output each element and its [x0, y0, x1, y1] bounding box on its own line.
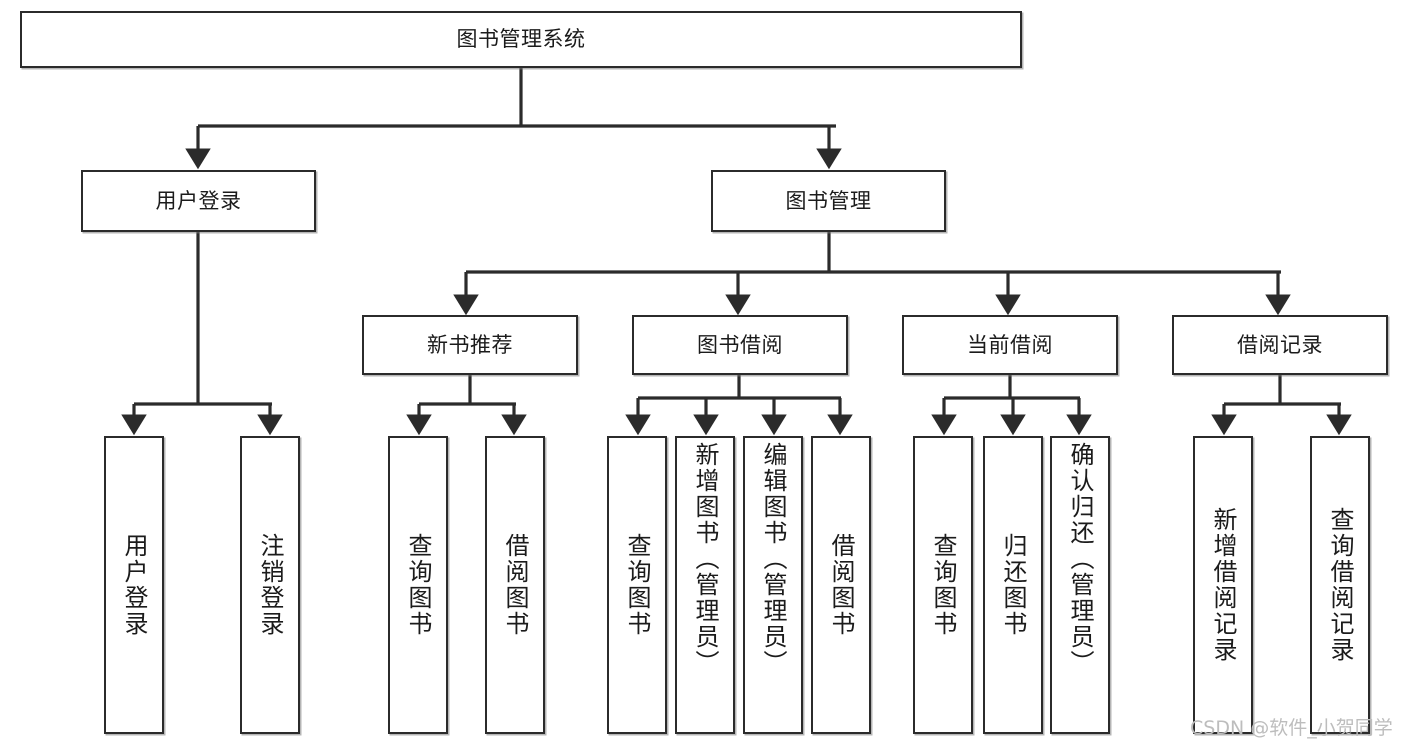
node-label: 当前借阅: [967, 332, 1053, 357]
node-label: 归还图书: [999, 533, 1027, 637]
node-label: 确认归还（管理员）: [1066, 442, 1094, 676]
node-label: 借阅图书: [501, 533, 529, 637]
leaf-borrow-book-1[interactable]: 借阅图书: [485, 436, 545, 734]
node-label: 用户登录: [120, 533, 148, 637]
node-book-manage[interactable]: 图书管理: [711, 170, 946, 232]
node-label: 新增借阅记录: [1209, 507, 1237, 663]
node-label: 查询图书: [623, 533, 651, 637]
leaf-query-record[interactable]: 查询借阅记录: [1310, 436, 1370, 734]
node-label: 查询借阅记录: [1326, 507, 1354, 663]
leaf-query-book-3[interactable]: 查询图书: [913, 436, 973, 734]
leaf-return-book[interactable]: 归还图书: [983, 436, 1043, 734]
node-current-borrow[interactable]: 当前借阅: [902, 315, 1118, 375]
leaf-user-login[interactable]: 用户登录: [104, 436, 164, 734]
node-label: 新增图书（管理员）: [691, 442, 719, 676]
node-label: 编辑图书（管理员）: [759, 442, 787, 676]
leaf-query-book-1[interactable]: 查询图书: [388, 436, 448, 734]
node-label: 图书借阅: [697, 332, 783, 357]
node-label: 借阅记录: [1237, 332, 1323, 357]
node-label: 用户登录: [155, 188, 242, 213]
node-new-book-rec[interactable]: 新书推荐: [362, 315, 578, 375]
leaf-query-book-2[interactable]: 查询图书: [607, 436, 667, 734]
node-label: 查询图书: [404, 533, 432, 637]
watermark-text: CSDN @软件_小贺同学: [1190, 717, 1393, 739]
node-label: 图书管理系统: [456, 27, 586, 52]
node-user-login[interactable]: 用户登录: [81, 170, 316, 232]
leaf-edit-book[interactable]: 编辑图书（管理员）: [743, 436, 803, 734]
node-label: 图书管理: [785, 188, 872, 213]
leaf-add-record[interactable]: 新增借阅记录: [1193, 436, 1253, 734]
leaf-add-book[interactable]: 新增图书（管理员）: [675, 436, 735, 734]
node-borrow-record[interactable]: 借阅记录: [1172, 315, 1388, 375]
node-root-system[interactable]: 图书管理系统: [20, 11, 1022, 68]
leaf-confirm-return[interactable]: 确认归还（管理员）: [1050, 436, 1110, 734]
node-label: 借阅图书: [827, 533, 855, 637]
node-label: 查询图书: [929, 533, 957, 637]
leaf-logout-login[interactable]: 注销登录: [240, 436, 300, 734]
node-label: 新书推荐: [427, 332, 513, 357]
node-label: 注销登录: [256, 533, 284, 637]
node-book-borrow[interactable]: 图书借阅: [632, 315, 848, 375]
leaf-borrow-book-2[interactable]: 借阅图书: [811, 436, 871, 734]
